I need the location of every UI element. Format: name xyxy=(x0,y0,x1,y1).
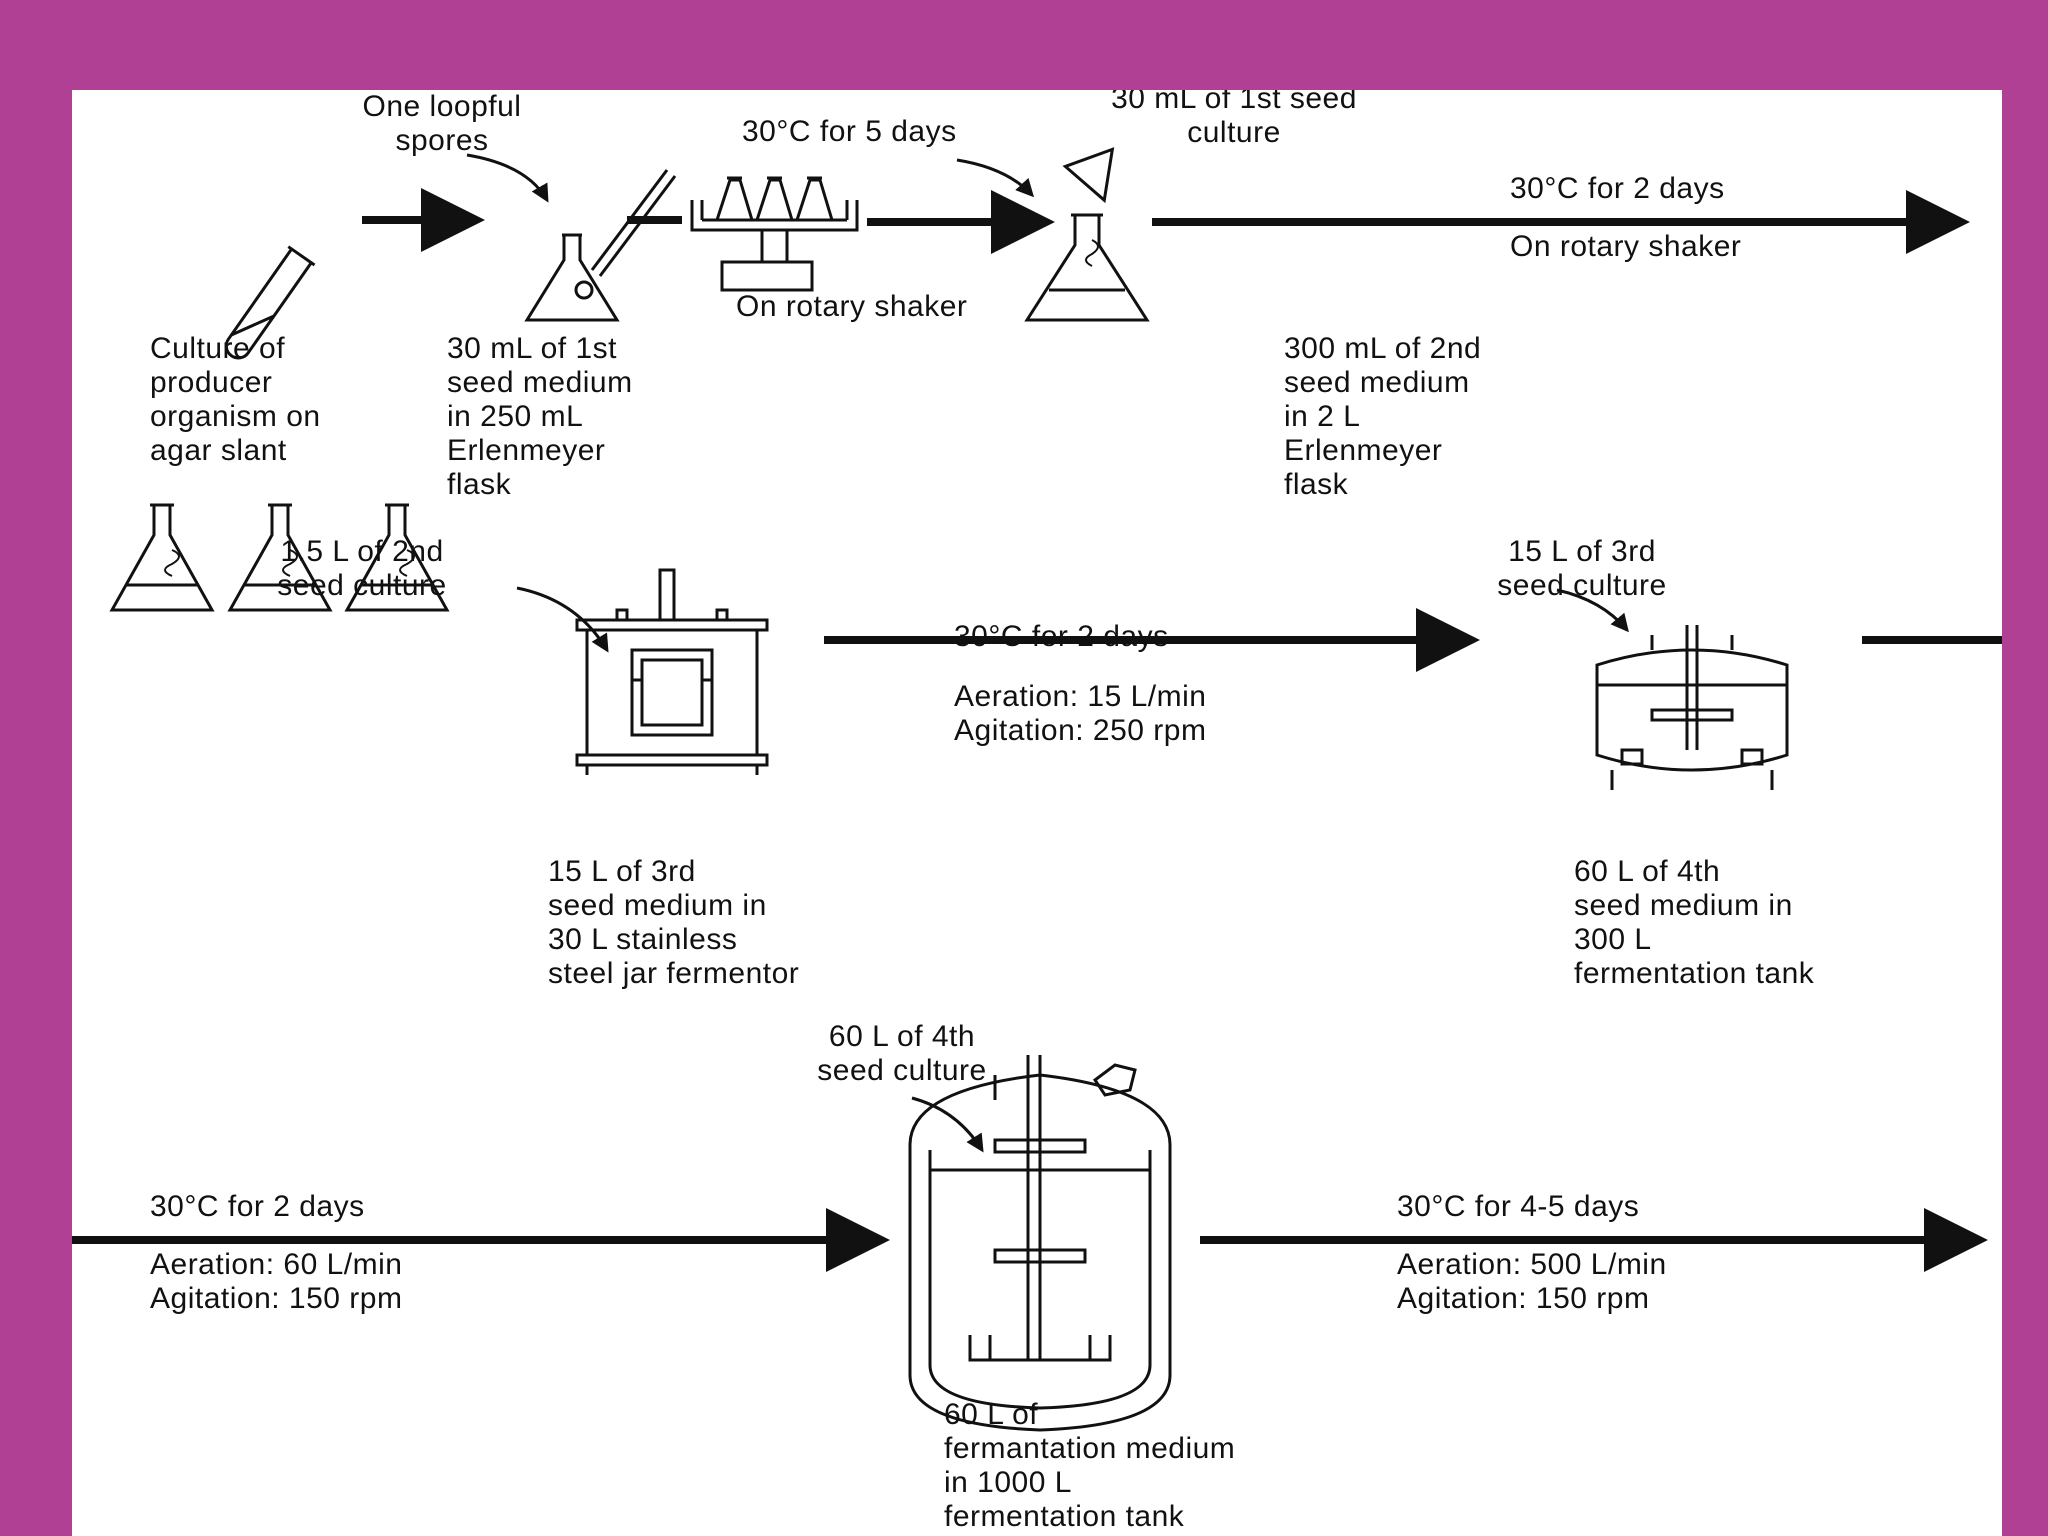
shaker-top-label: 30°C for 5 days xyxy=(742,115,957,148)
row3-left-arrow-bottom-label: Aeration: 60 L/min Agitation: 150 rpm xyxy=(150,1248,403,1315)
erlenmeyer-flask-2l-icon xyxy=(1024,213,1150,322)
row3-right-arrow-top-label: 30°C for 4-5 days xyxy=(1397,1190,1640,1223)
diagram-panel: One loopful spores Culture of producer o… xyxy=(72,90,2002,1536)
flask2-caption: 300 mL of 2nd seed medium in 2 L Erlenme… xyxy=(1284,332,1482,501)
seed4-pointer-arrow xyxy=(911,1096,984,1153)
row3-left-arrow-top-label: 30°C for 2 days xyxy=(150,1190,365,1223)
row1-arrow-bottom-label: On rotary shaker xyxy=(1510,230,1742,263)
seed1-pointer-arrow xyxy=(956,158,1035,198)
flask1-caption: 30 mL of 1st seed medium in 250 mL Erlen… xyxy=(447,332,633,501)
jar-caption: 15 L of 3rd seed medium in 30 L stainles… xyxy=(548,855,800,990)
slant-caption: Culture of producer organism on agar sla… xyxy=(150,332,321,467)
agar-slant-tube-icon xyxy=(224,245,316,360)
row2-arrow-top-label: 30°C for 2 days xyxy=(954,620,1169,653)
fermentation-tank-300l-icon xyxy=(1595,625,1789,790)
seed3-label: 15 L of 3rd seed culture xyxy=(1497,535,1667,602)
flow-diagram-graphics xyxy=(72,147,2002,1432)
seed2-pointer-arrow xyxy=(516,586,609,653)
erlenmeyer-flask-icon xyxy=(524,169,677,322)
shaker-bottom-label: On rotary shaker xyxy=(736,290,968,323)
seed3-pointer-arrow xyxy=(1556,588,1629,633)
tank300-caption: 60 L of 4th seed medium in 300 L ferment… xyxy=(1574,855,1815,990)
seed1-label: 30 mL of 1st seed culture xyxy=(1111,90,1357,149)
three-flasks-icon xyxy=(109,503,450,612)
small-funnel-icon xyxy=(1062,147,1115,204)
row2-arrow-bottom-label: Aeration: 15 L/min Agitation: 250 rpm xyxy=(954,680,1207,747)
spores-pointer-arrow xyxy=(466,153,549,203)
tank1000-caption: 60 L of fermantation medium in 1000 L fe… xyxy=(944,1398,1236,1533)
fermentation-tank-1000l-icon xyxy=(908,1055,1172,1432)
rotary-shaker-icon xyxy=(690,176,859,292)
seed2-label: 1.5 L of 2nd seed culture xyxy=(277,535,447,602)
row3-right-arrow-bottom-label: Aeration: 500 L/min Agitation: 150 rpm xyxy=(1397,1248,1667,1315)
stainless-jar-fermentor-icon xyxy=(575,568,769,775)
spores-label: One loopful spores xyxy=(362,90,522,157)
seed4-label: 60 L of 4th seed culture xyxy=(817,1020,987,1087)
row1-arrow-top-label: 30°C for 2 days xyxy=(1510,172,1725,205)
